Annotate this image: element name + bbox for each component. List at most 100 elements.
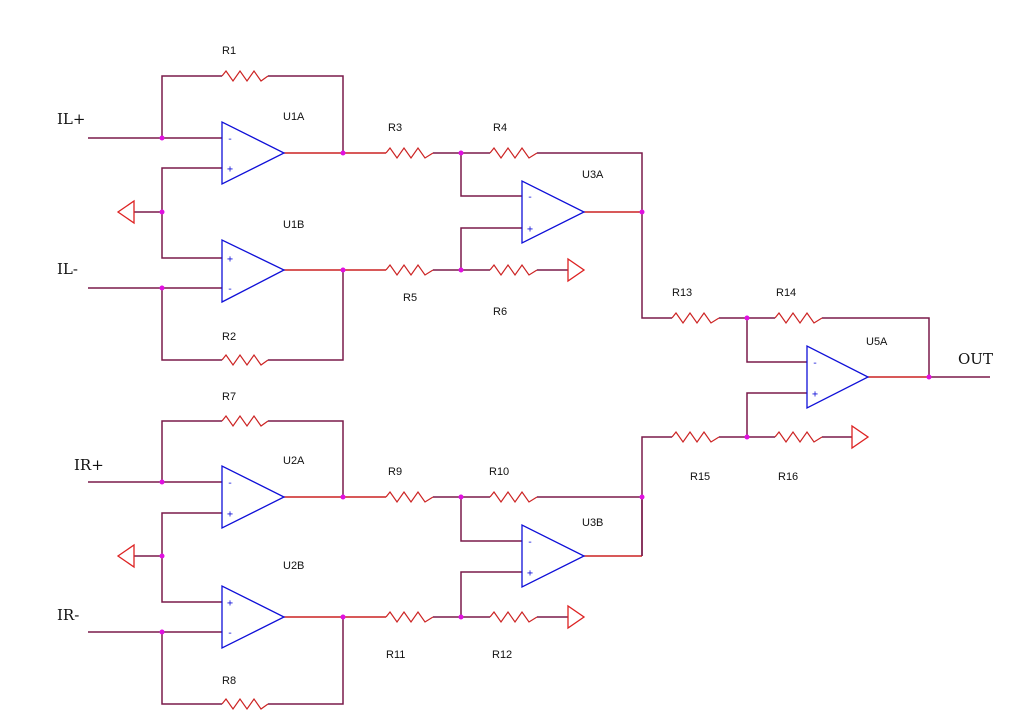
- label-r13: R13: [672, 287, 692, 299]
- label-u3a: U3A: [582, 169, 604, 181]
- wires-u1: [88, 75, 386, 361]
- junction-dot: [159, 553, 165, 559]
- label-r15: R15: [690, 471, 710, 483]
- svg-text:-: -: [227, 284, 233, 295]
- junctions: [159, 135, 932, 635]
- ground-symbol-2: [116, 543, 135, 569]
- port-ir-plus: IR+: [74, 456, 104, 474]
- svg-text:+: +: [527, 224, 533, 235]
- svg-text:+: +: [227, 254, 233, 265]
- label-r14: R14: [776, 287, 796, 299]
- label-r9: R9: [388, 466, 402, 478]
- ground-symbol-3: [567, 257, 586, 283]
- resistor-r2: [221, 353, 269, 367]
- resistors: [221, 69, 823, 711]
- label-u5a: U5A: [866, 336, 888, 348]
- svg-text:+: +: [812, 389, 818, 400]
- label-r8: R8: [222, 675, 236, 687]
- svg-text:+: +: [227, 164, 233, 175]
- opamp-u2a: - +: [221, 464, 286, 530]
- junction-dot: [340, 150, 346, 156]
- junction-dot: [744, 434, 750, 440]
- resistor-r15: [671, 430, 720, 444]
- label-u1b: U1B: [283, 219, 304, 231]
- junction-dot: [340, 614, 346, 620]
- ground-symbol-1: [116, 199, 135, 225]
- label-r6: R6: [493, 306, 507, 318]
- label-r12: R12: [492, 649, 512, 661]
- svg-text:-: -: [227, 628, 233, 639]
- resistor-r1: [221, 69, 269, 83]
- port-il-plus: IL+: [57, 110, 85, 128]
- junction-dot: [458, 614, 464, 620]
- resistor-r16: [774, 430, 823, 444]
- resistor-r12: [489, 610, 538, 624]
- resistor-r4: [489, 146, 538, 160]
- svg-text:-: -: [227, 134, 233, 145]
- label-u2b: U2B: [283, 560, 304, 572]
- opamps: - + + - - + - + + - - + -: [221, 120, 870, 650]
- ground-symbol-4: [567, 604, 586, 630]
- svg-text:-: -: [812, 358, 818, 369]
- label-u3b: U3B: [582, 517, 603, 529]
- opamp-u2b: + -: [221, 584, 286, 650]
- label-r4: R4: [493, 122, 507, 134]
- wires-u5a: [719, 317, 990, 438]
- junction-dot: [159, 479, 165, 485]
- junction-dot: [159, 135, 165, 141]
- wires-u2: [88, 420, 386, 705]
- label-r2: R2: [222, 331, 236, 343]
- label-r7: R7: [222, 391, 236, 403]
- opamp-u5a: - +: [806, 344, 870, 410]
- label-r3: R3: [388, 122, 402, 134]
- junction-dot: [340, 494, 346, 500]
- opamp-labels: U1A U1B U3A U2A U2B U3B U5A: [283, 111, 888, 572]
- opamp-u1a: - +: [221, 120, 286, 186]
- resistor-r14: [774, 311, 823, 325]
- junction-dot: [159, 285, 165, 291]
- resistor-r11: [385, 610, 434, 624]
- resistor-r10: [489, 490, 538, 504]
- svg-text:+: +: [227, 598, 233, 609]
- junction-dot: [926, 374, 932, 380]
- junction-dot: [639, 209, 645, 215]
- port-il-minus: IL-: [57, 260, 78, 278]
- port-ir-minus: IR-: [57, 606, 79, 624]
- label-r11: R11: [386, 649, 405, 661]
- label-u2a: U2A: [283, 455, 305, 467]
- label-r10: R10: [489, 466, 509, 478]
- resistor-r6: [489, 263, 538, 277]
- junction-dot: [639, 494, 645, 500]
- port-labels: IL+ IL- IR+ IR- OUT: [57, 110, 993, 624]
- opamp-u3b: - +: [521, 523, 586, 589]
- junction-dot: [159, 209, 165, 215]
- label-r16: R16: [778, 471, 798, 483]
- svg-text:-: -: [527, 537, 533, 548]
- resistor-r7: [221, 414, 269, 428]
- junction-dot: [159, 629, 165, 635]
- ground-symbol-5: [851, 424, 870, 450]
- svg-text:+: +: [527, 568, 533, 579]
- svg-text:-: -: [527, 192, 533, 203]
- junction-dot: [458, 494, 464, 500]
- opamp-u3a: - +: [521, 179, 586, 245]
- resistor-r9: [385, 490, 434, 504]
- junction-dot: [340, 267, 346, 273]
- port-out: OUT: [958, 350, 993, 368]
- opamp-u1b: + -: [221, 238, 286, 304]
- label-r1: R1: [222, 45, 236, 57]
- resistor-r3: [385, 146, 434, 160]
- resistor-r13: [671, 311, 720, 325]
- wires-u3b: [433, 436, 672, 618]
- label-u1a: U1A: [283, 111, 305, 123]
- junction-dot: [458, 267, 464, 273]
- svg-text:+: +: [227, 509, 233, 520]
- label-r5: R5: [403, 292, 417, 304]
- grounds: [116, 199, 870, 630]
- resistor-r5: [385, 263, 434, 277]
- junction-dot: [744, 315, 750, 321]
- resistor-labels: R1 R2 R3 R4 R5 R6 R7 R8 R9 R10 R11 R12 R…: [222, 45, 798, 687]
- junction-dot: [458, 150, 464, 156]
- wires-u3a: [433, 152, 672, 319]
